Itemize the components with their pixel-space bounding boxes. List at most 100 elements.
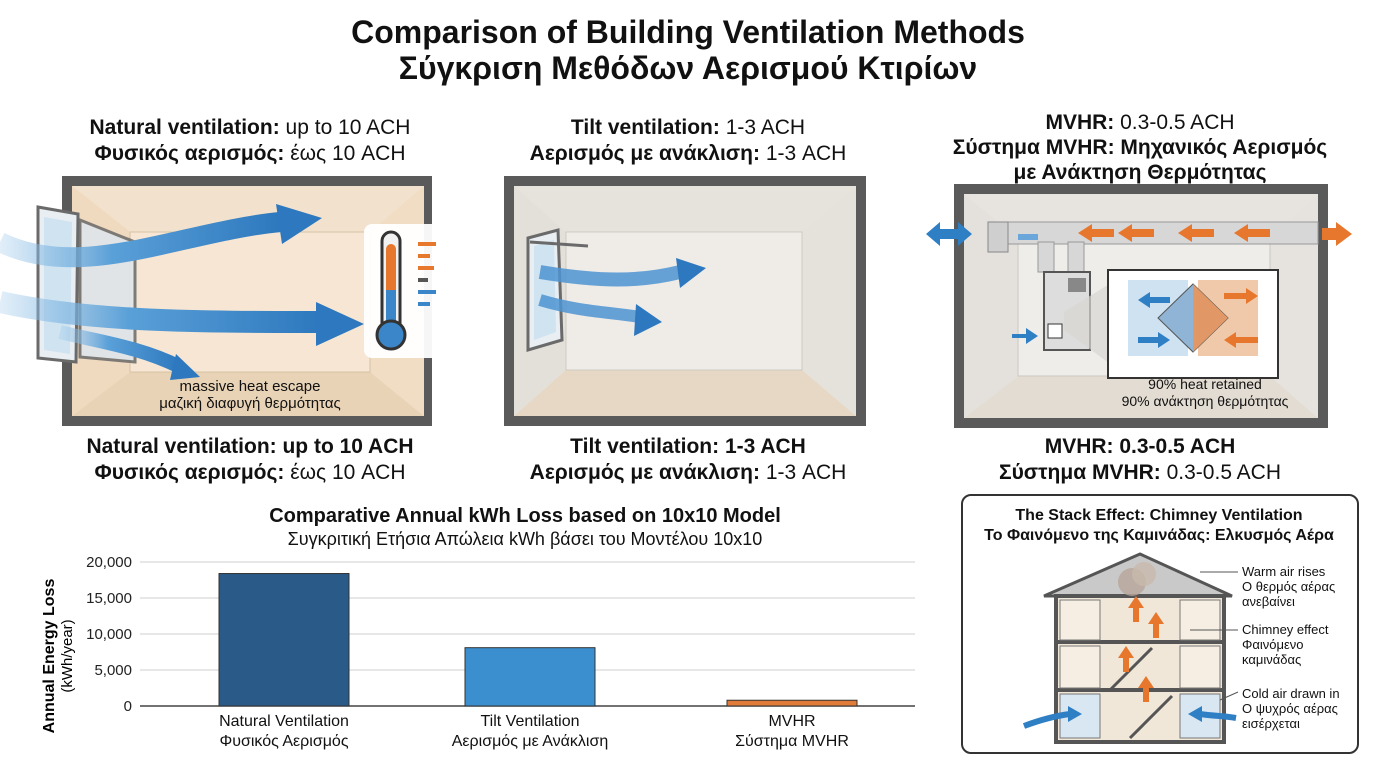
tilt-airflow-arrowhead xyxy=(634,304,662,336)
stack-warm-gr1: Ο θερμός αέρας xyxy=(1242,579,1336,594)
mvhr-supply-arrow xyxy=(1018,234,1038,240)
chart-header: Comparative Annual kWh Loss based on 10x… xyxy=(150,504,900,550)
natural-caption-bottom: Natural ventilation: up to 10 ACH Φυσικό… xyxy=(40,434,460,486)
tilt-airflow-arrow xyxy=(538,294,641,323)
mvhr-top-gr-line2: με Ανάκτηση Θερμότητας xyxy=(1013,161,1267,184)
tilt-bottom-gr-label: Αερισμός με ανάκλιση: xyxy=(529,461,760,484)
tilt-top-en-label: Tilt ventilation: xyxy=(570,116,720,139)
natural-top-en-label: Natural ventilation: xyxy=(89,116,280,139)
category-natural-en: Natural Ventilation xyxy=(219,713,349,730)
mvhr-note: 90% heat retained 90% ανάκτηση θερμότητα… xyxy=(1100,376,1310,410)
y-tick-label: 10,000 xyxy=(86,626,132,643)
y-tick-label: 0 xyxy=(124,698,132,715)
category-natural: Natural Ventilation Φυσικός Αερισμός xyxy=(174,712,394,752)
stack-warm-arrow xyxy=(1148,612,1164,638)
y-tick-label: 20,000 xyxy=(86,554,132,571)
natural-top-gr-value: έως 10 ACH xyxy=(284,142,406,165)
category-mvhr-en: MVHR xyxy=(768,713,816,730)
mvhr-duct-arrow xyxy=(1118,224,1154,242)
stack-warm-en: Warm air rises xyxy=(1242,564,1326,579)
stack-cold-arrow xyxy=(1199,711,1237,721)
natural-bottom-en: Natural ventilation: up to 10 ACH xyxy=(86,435,414,458)
y-tick-label: 5,000 xyxy=(94,662,132,679)
tilt-top-gr-label: Αερισμός με ανάκλιση: xyxy=(529,142,760,165)
stack-cold-gr1: Ο ψυχρός αέρας xyxy=(1242,701,1338,716)
mvhr-diagram xyxy=(926,184,1352,428)
mvhr-top-en-label: MVHR: xyxy=(1045,111,1115,134)
natural-airflow-arrowhead xyxy=(170,354,200,380)
natural-caption-top: Natural ventilation: up to 10 ACH Φυσικό… xyxy=(40,115,460,167)
mvhr-caption-bottom: MVHR: 0.3-0.5 ACH Σύστημα MVHR: 0.3-0.5 … xyxy=(930,434,1350,486)
stack-chim-gr1: Φαινόμενο xyxy=(1242,637,1304,652)
mvhr-exhaust-right-arrow xyxy=(1322,222,1352,246)
tilt-top-gr-value: 1-3 ACH xyxy=(759,142,847,165)
stack-title-gr: Το Φαινόμενο της Καμινάδας: Ελκυσμός Αέρ… xyxy=(984,527,1334,544)
mvhr-top-gr-line1: Σύστημα MVHR: Μηχανικός Αερισμός xyxy=(952,136,1328,159)
mvhr-bottom-gr-value: 0.3-0.5 ACH xyxy=(1160,461,1282,484)
stack-chim-en: Chimney effect xyxy=(1242,622,1329,637)
mvhr-intake-arrow xyxy=(1012,328,1038,344)
natural-airflow-arrowhead xyxy=(276,204,322,244)
natural-ventilation-diagram xyxy=(0,176,442,426)
natural-airflow-arrow xyxy=(58,325,184,374)
category-mvhr-gr: Σύστημα MVHR xyxy=(735,733,849,750)
natural-airflow-arrowhead xyxy=(316,302,364,346)
mvhr-duct-arrow xyxy=(1234,224,1270,242)
stack-warm-arrow xyxy=(1138,676,1154,702)
stack-chim-gr2: καμινάδας xyxy=(1242,652,1302,667)
category-tilt: Tilt Ventilation Αερισμός με Ανάκλιση xyxy=(420,712,640,752)
natural-note-en: massive heat escape xyxy=(179,378,321,395)
natural-note-gr: μαζική διαφυγή θερμότητας xyxy=(159,395,341,412)
chart-subtitle: Συγκριτική Ετήσια Απώλεια kWh βάσει του … xyxy=(287,529,763,549)
mvhr-top-en-value: 0.3-0.5 ACH xyxy=(1114,111,1235,134)
tilt-caption-top: Tilt ventilation: 1-3 ACH Αερισμός με αν… xyxy=(478,115,898,167)
hx-blue-arrow xyxy=(1138,292,1170,308)
chart-title: Comparative Annual kWh Loss based on 10x… xyxy=(269,505,781,527)
tilt-ventilation-diagram xyxy=(504,176,866,426)
mvhr-duct-arrow xyxy=(1178,224,1214,242)
stack-title-en: The Stack Effect: Chimney Ventilation xyxy=(1015,507,1303,524)
hx-orange-arrow xyxy=(1224,288,1258,304)
category-natural-gr: Φυσικός Αερισμός xyxy=(219,733,349,750)
category-tilt-gr: Αερισμός με Ανάκλιση xyxy=(451,733,609,750)
stack-effect-header: The Stack Effect: Chimney Ventilation Το… xyxy=(961,506,1357,546)
hx-blue-arrow xyxy=(1138,332,1170,348)
tilt-airflow-arrowhead xyxy=(676,258,706,288)
tilt-bottom-gr-value: 1-3 ACH xyxy=(759,461,847,484)
stack-cold-en: Cold air drawn in xyxy=(1242,686,1340,701)
title-english: Comparison of Building Ventilation Metho… xyxy=(351,14,1025,50)
stack-warm-arrow xyxy=(1118,646,1134,672)
natural-bottom-gr-value: έως 10 ACH xyxy=(284,461,406,484)
stack-effect-house-diagram xyxy=(1022,552,1239,744)
stack-cold-arrow xyxy=(1022,711,1071,729)
bar-0 xyxy=(218,573,350,707)
y-tick-label: 15,000 xyxy=(86,590,132,607)
stack-cold-label: Cold air drawn in Ο ψυχρός αέρας εισέρχε… xyxy=(1242,686,1340,731)
stack-warm-arrow xyxy=(1128,596,1144,622)
natural-airflow-arrow xyxy=(0,291,321,333)
stack-warm-gr2: ανεβαίνει xyxy=(1242,594,1295,609)
tilt-caption-bottom: Tilt ventilation: 1-3 ACH Αερισμός με αν… xyxy=(478,434,898,486)
stack-chimney-label: Chimney effect Φαινόμενο καμινάδας xyxy=(1242,622,1328,667)
mvhr-note-en: 90% heat retained xyxy=(1148,376,1262,392)
mvhr-duct-arrow xyxy=(1078,224,1114,242)
natural-top-gr-label: Φυσικός αερισμός: xyxy=(94,142,285,165)
y-axis-label-line2: (kWh/year) xyxy=(59,619,76,692)
mvhr-caption-top: MVHR: 0.3-0.5 ACH Σύστημα MVHR: Μηχανικό… xyxy=(920,110,1360,185)
mvhr-bottom-gr-label: Σύστημα MVHR: xyxy=(998,461,1161,484)
category-tilt-en: Tilt Ventilation xyxy=(480,713,580,730)
y-axis-label-line1: Annual Energy Loss xyxy=(41,579,58,734)
tilt-bottom-en: Tilt ventilation: 1-3 ACH xyxy=(570,435,806,458)
title-greek: Σύγκριση Μεθόδων Αερισμού Κτιρίων xyxy=(398,50,978,86)
natural-note: massive heat escape μαζική διαφυγή θερμό… xyxy=(150,378,350,412)
natural-top-en-value: up to 10 ACH xyxy=(279,116,411,139)
mvhr-note-gr: 90% ανάκτηση θερμότητας xyxy=(1121,393,1289,409)
tilt-airflow-arrow xyxy=(538,265,682,287)
page-title: Comparison of Building Ventilation Metho… xyxy=(0,14,1376,86)
mvhr-exhaust-left-arrow xyxy=(926,222,972,246)
category-mvhr: MVHR Σύστημα MVHR xyxy=(682,712,902,752)
bar-1 xyxy=(464,647,596,707)
hx-orange-arrow xyxy=(1224,332,1258,348)
stack-warm-label: Warm air rises Ο θερμός αέρας ανεβαίνει xyxy=(1242,564,1335,609)
mvhr-bottom-en: MVHR: 0.3-0.5 ACH xyxy=(1044,435,1236,458)
